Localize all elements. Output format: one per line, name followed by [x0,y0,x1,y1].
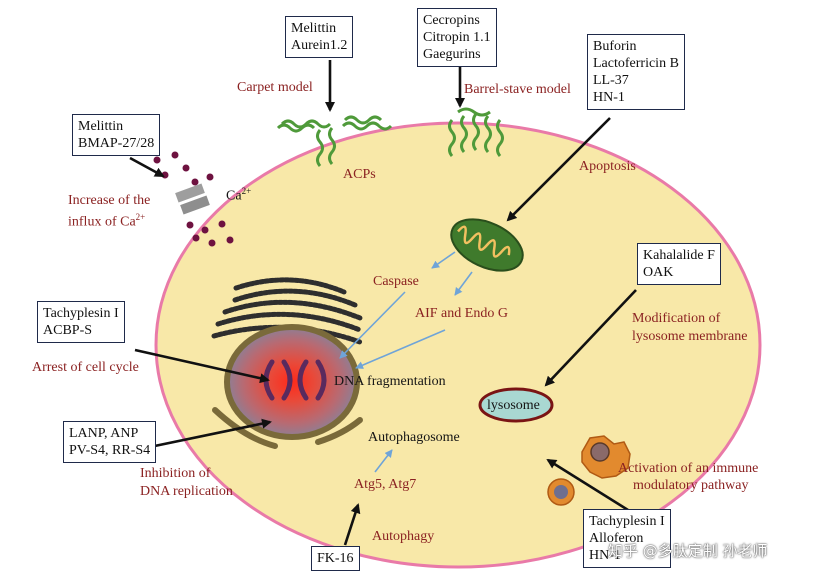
label-caspase: Caspase [373,274,419,289]
nuclear-er-lower [212,407,363,449]
label-dna-fragmentation: DNA fragmentation [334,374,446,389]
box-buforin: Buforin Lactoferricin B LL-37 HN-1 [587,34,685,110]
calcium-ions [153,151,234,247]
label-arrest-cell-cycle: Arrest of cell cycle [32,360,139,375]
box-cecropins: Cecropins Citropin 1.1 Gaegurins [417,8,497,67]
box-line: FK-16 [317,551,354,566]
box-line: Alloferon [589,531,644,546]
box-line: OAK [643,265,674,280]
box-line: BMAP-27/28 [78,136,155,151]
box-tachyplesin-alloferon: Tachyplesin I Alloferon HN-1 [583,509,671,568]
box-melittin-bmap: Melittin BMAP-27/28 [72,114,161,156]
label-inhibition-line1: Inhibition of [140,466,211,481]
label-carpet-model: Carpet model [237,80,313,95]
box-line: Citropin 1.1 [423,30,491,45]
label-ca-charge: 2+ [241,186,252,196]
box-line: Gaegurins [423,47,481,62]
box-line: Cecropins [423,13,480,28]
box-line: ACBP-S [43,323,93,338]
box-line: Melittin [291,21,337,36]
box-line: HN-1 [593,90,625,105]
label-increase-line2: influx of Ca2+ [68,209,145,231]
immune-cell-small [547,478,575,506]
label-modification-line1: Modification of [632,311,721,326]
box-line: HN-1 [589,548,621,563]
box-fk16: FK-16 [311,546,360,571]
box-line: Lactoferricin B [593,56,679,71]
label-autophagy: Autophagy [372,529,435,544]
lysosome [478,387,554,423]
peptide-cluster-barrel [448,107,504,157]
label-barrel-stave-model: Barrel-stave model [464,82,571,97]
label-ca-text: Ca [226,188,242,204]
label-apoptosis: Apoptosis [579,159,636,174]
immune-cell-large [581,435,631,479]
label-increase-charge: 2+ [135,212,146,222]
box-line: PV-S4, RR-S4 [69,443,151,458]
label-increase-text: influx of Ca [68,214,136,230]
box-tachyplesin-acbp: Tachyplesin I ACBP-S [37,301,125,343]
label-modification-line2: lysosome membrane [632,329,748,344]
black-arrows [129,60,637,546]
box-line: Tachyplesin I [43,306,119,321]
box-melittin-aurein: Melittin Aurein1.2 [285,16,354,58]
box-line: LANP, ANP [69,426,139,441]
mitochondrion [450,218,524,272]
box-line: Melittin [78,119,124,134]
box-line: Aurein1.2 [291,38,348,53]
box-line: Tachyplesin I [589,514,665,529]
box-line: LL-37 [593,73,629,88]
blue-arrows [339,251,473,473]
label-activation-line1: Activation of an immune [618,461,759,476]
label-activation-line2: modulatory pathway [633,478,749,493]
box-kahalalide: Kahalalide F OAK [637,243,721,285]
label-autophagosome: Autophagosome [368,430,460,445]
label-atg: Atg5, Atg7 [354,477,417,492]
label-inhibition-line2: DNA replication [140,484,233,499]
label-increase-line1: Increase of the [68,193,151,208]
box-line: Buforin [593,39,637,54]
label-aif-endo-g: AIF and Endo G [415,306,508,321]
label-acps: ACPs [343,167,376,182]
peptide-cluster-carpet [276,115,393,167]
label-ca-ion: Ca2+ [226,183,251,205]
watermark-text: 知乎 @多肽定制 孙老师 [608,542,768,560]
box-line: Kahalalide F [643,248,715,263]
calcium-channel [175,183,210,215]
box-lanp: LANP, ANP PV-S4, RR-S4 [63,421,157,463]
label-lysosome: lysosome [487,398,540,413]
